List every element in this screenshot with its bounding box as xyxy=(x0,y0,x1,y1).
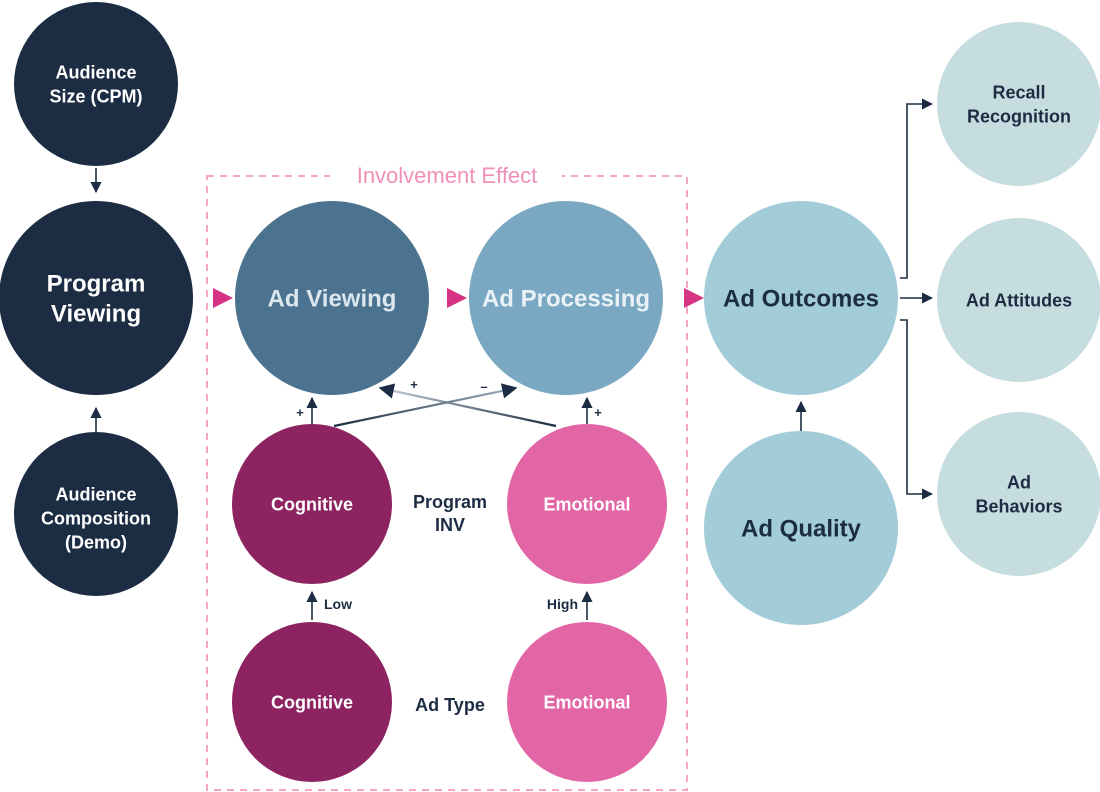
program-viewing-node xyxy=(0,201,193,395)
recall-recognition-label-2: Recognition xyxy=(967,106,1071,126)
minus-cross-label: – xyxy=(480,379,487,394)
low-label: Low xyxy=(324,596,352,612)
adtype-cognitive-label-1: Cognitive xyxy=(271,692,353,712)
recall-recognition-label-1: Recall xyxy=(992,82,1045,102)
adtype-cognitive-node xyxy=(232,622,392,782)
ad-viewing-node xyxy=(235,201,429,395)
audience-composition-label-1: Audience xyxy=(55,484,136,504)
audience-composition-label-2: Composition xyxy=(41,508,151,528)
program-viewing-label-1: Program xyxy=(47,270,146,297)
arrow-outcomes-to-behaviors xyxy=(900,319,934,500)
recall-recognition-node xyxy=(937,22,1100,186)
high-label: High xyxy=(547,596,578,612)
arrow-outcomes-to-recall xyxy=(900,98,934,279)
ad-processing-node xyxy=(469,201,663,395)
ad-viewing-label-1: Ad Viewing xyxy=(268,285,397,312)
ad-behaviors-label-1: Ad xyxy=(1007,472,1031,492)
ad-attitudes-node xyxy=(937,218,1100,382)
program-viewing-label-2: Viewing xyxy=(51,300,141,327)
ad-quality-node xyxy=(704,431,898,625)
ad-quality-label-1: Ad Quality xyxy=(741,515,862,542)
plus-cross-label: + xyxy=(410,377,418,392)
audience-composition-node xyxy=(14,432,178,596)
adtype-emotional-label-1: Emotional xyxy=(543,692,630,712)
ad-behaviors-node xyxy=(937,412,1100,576)
arrow-emotional-to-adviewing xyxy=(378,383,557,428)
adtype-emotional-node xyxy=(507,622,667,782)
program-inv-label-2: INV xyxy=(435,515,465,535)
arrow-cognitive-to-adprocessing xyxy=(333,383,518,428)
involvement-effect-title: Involvement Effect xyxy=(357,163,538,188)
ad-outcomes-node xyxy=(704,201,898,395)
audience-size-label-2: Size (CPM) xyxy=(49,86,142,106)
program-emotional-label-1: Emotional xyxy=(543,494,630,514)
ad-attitudes-label-1: Ad Attitudes xyxy=(966,290,1072,310)
program-cognitive-node xyxy=(232,424,392,584)
ad-processing-label-1: Ad Processing xyxy=(482,285,650,312)
ad-behaviors-label-2: Behaviors xyxy=(975,496,1062,516)
plus-emotional-adprocessing: + xyxy=(594,405,602,420)
ad-outcomes-label-1: Ad Outcomes xyxy=(723,285,879,312)
audience-composition-label-3: (Demo) xyxy=(65,532,127,552)
program-emotional-node xyxy=(507,424,667,584)
program-cognitive-label-1: Cognitive xyxy=(271,494,353,514)
plus-cognitive-adviewing: + xyxy=(296,405,304,420)
audience-size-label-1: Audience xyxy=(55,62,136,82)
ad-type-label: Ad Type xyxy=(415,695,485,715)
audience-size-node xyxy=(14,2,178,166)
program-inv-label-1: Program xyxy=(413,492,487,512)
